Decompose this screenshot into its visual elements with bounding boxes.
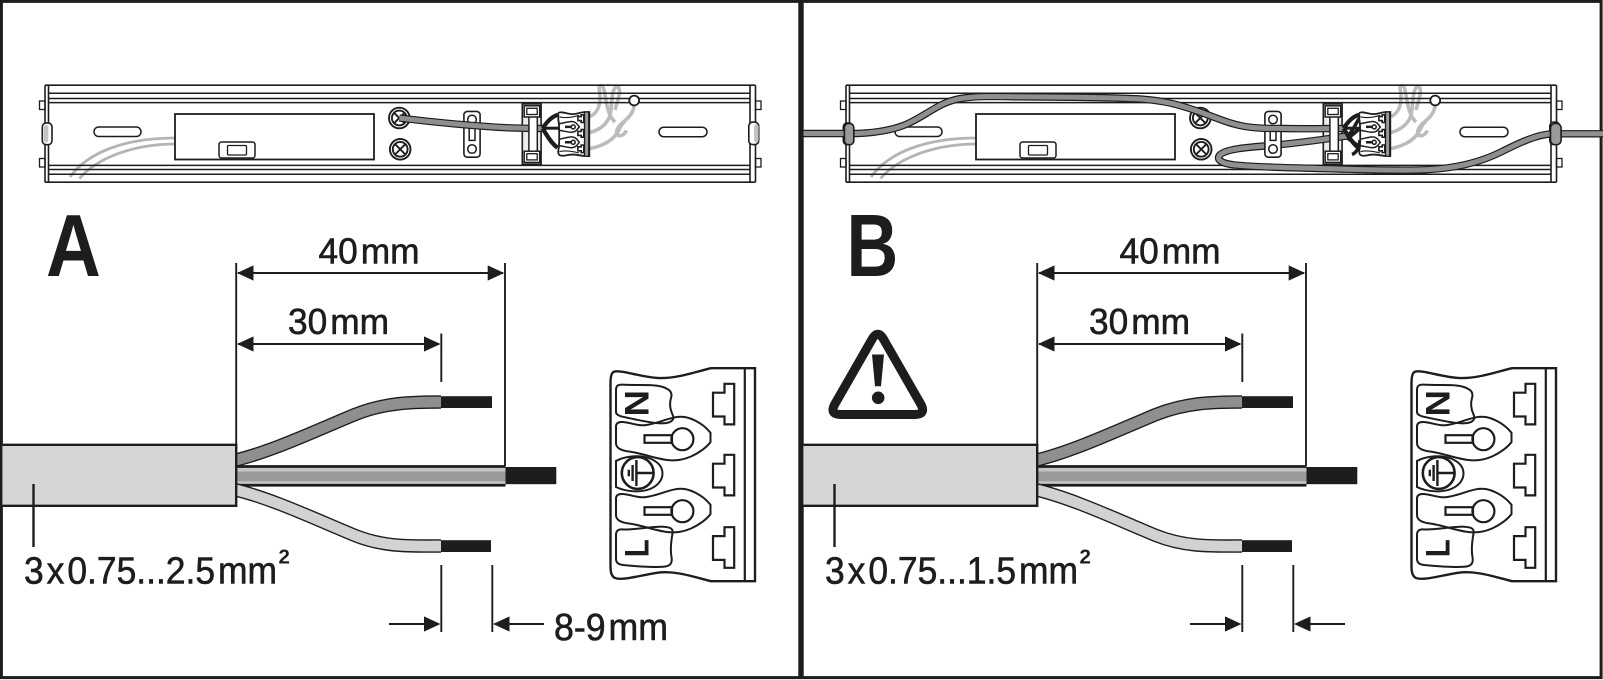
svg-text:3 x 0.75...1.5 mm: 3 x 0.75...1.5 mm [825,551,1078,593]
svg-text:2: 2 [279,546,290,569]
svg-text:B: B [847,197,899,296]
svg-text:3 x 0.75...2.5 mm: 3 x 0.75...2.5 mm [24,551,277,593]
svg-text:2: 2 [1080,546,1091,569]
svg-text:8-9 mm: 8-9 mm [554,607,668,649]
svg-text:A: A [46,198,101,296]
